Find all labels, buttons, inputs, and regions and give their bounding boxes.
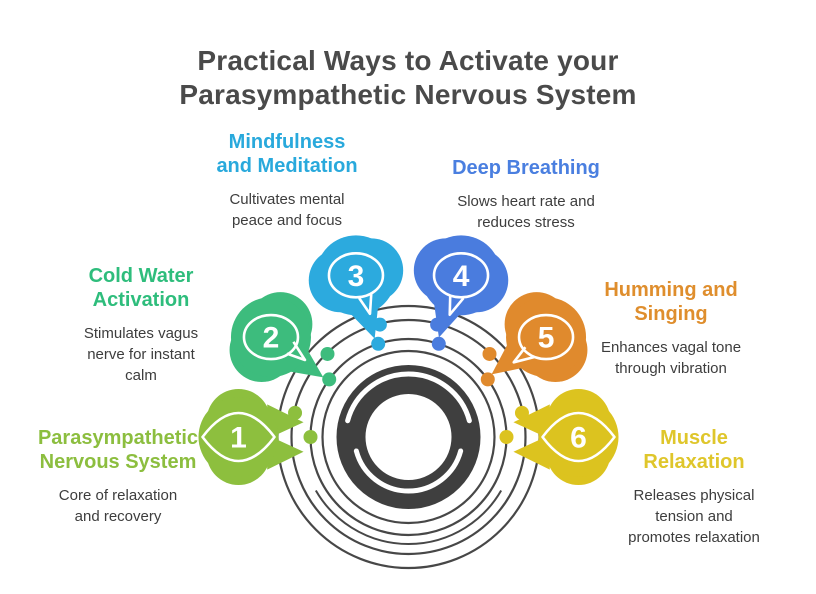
item-5-dot-inner [480,372,495,387]
item-5-bubble-body [506,297,587,378]
item-5-label-block: Humming and Singing Enhances vagal tone … [571,278,771,379]
item-4-speech-tail-icon [448,295,465,317]
item-4-bubble: 4 [413,235,509,338]
item-4-speech-outline-icon [432,252,490,299]
item-6-lens-outline-icon [541,411,616,463]
item-4-dot-inner [431,336,446,351]
item-4-title: Deep Breathing [452,157,600,179]
item-3-label-block: Mindfulness and Meditation Cultivates me… [175,130,399,231]
item-1-dot-inner [303,430,318,444]
item-3-description: Cultivates mental peace and focus [229,191,345,229]
center-thick-ring [336,365,481,509]
item-5-dot-outer [482,346,497,361]
item-5-speech-tail-icon [512,346,535,364]
item-6-description: Releases physical tension and promotes r… [628,487,760,546]
orbit-ring-accent-arc [314,489,503,545]
item-5-number: 5 [538,322,555,355]
page-title: Practical Ways to Activate your Parasymp… [179,45,637,111]
item-5-speech-outline-icon [517,313,575,361]
item-2-title: Cold Water Activation [88,265,194,311]
item-1-number: 1 [230,422,247,455]
item-4-description: Slows heart rate and reduces stress [457,193,595,231]
item-2-number: 2 [263,322,280,355]
center-ring-top-crescent [345,371,472,424]
item-1-title: Parasympathetic Nervous System [37,427,199,473]
center-ring-bottom-crescent [353,448,464,494]
item-2-label-block: Cold Water Activation Stimulates vagus n… [41,264,241,386]
item-4-bubble-body [421,235,502,316]
item-2-speech-outline-icon [242,313,300,361]
item-3-speech-tail-icon [358,292,373,316]
item-6-bubble-body [538,397,619,477]
item-2-description: Stimulates vagus nerve for instant calm [83,325,199,384]
item-6-bubble-tail [513,404,550,470]
item-5-description: Enhances vagal tone through vibration [600,339,742,377]
item-1-bubble: 1 [198,389,304,485]
item-4-label-block: Deep Breathing Slows heart rate and redu… [414,156,638,233]
item-3-speech-outline-icon [327,252,385,299]
item-1-lens-outline-icon [201,411,276,463]
item-1-bubble-body [198,397,279,477]
item-3-bubble: 3 [308,235,404,339]
item-6-bubble: 6 [513,389,619,485]
item-6-number: 6 [570,422,587,455]
item-1-description: Core of relaxation and recovery [58,487,178,525]
item-6-title: Muscle Relaxation [643,427,745,473]
item-2-dot-inner [322,372,337,387]
item-3-dot-inner [371,336,386,351]
item-1-label-block: Parasympathetic Nervous System Core of r… [18,426,218,527]
item-3-title: Mindfulness and Meditation [216,131,358,177]
item-3-number: 3 [348,260,365,293]
item-2-bubble-body [230,297,311,378]
item-4-number: 4 [453,260,470,293]
item-6-dot-inner [499,430,514,444]
orbit-ring-3 [290,318,527,556]
orbit-ring-1 [321,349,496,525]
item-5-bubble: 5 [491,292,588,383]
item-6-label-block: Muscle Relaxation Releases physical tens… [594,426,794,548]
item-2-bubble: 2 [229,292,324,383]
item-2-speech-tail-icon [286,341,307,362]
item-2-dot-outer [320,346,335,361]
item-1-bubble-tail [267,404,304,470]
item-3-bubble-body [315,235,396,316]
item-5-title: Humming and Singing [604,279,738,325]
